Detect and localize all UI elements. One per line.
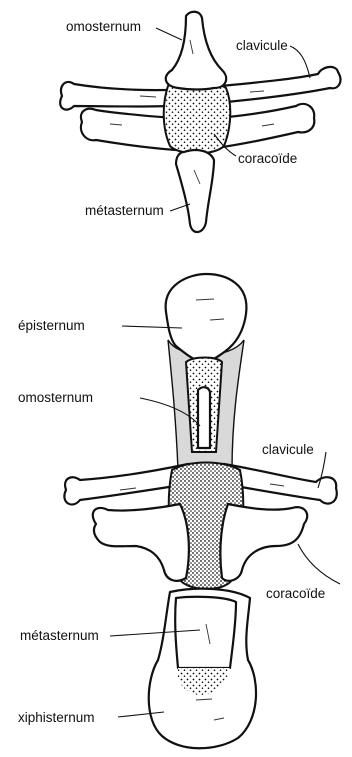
bottom-coracoide-label: coracoïde <box>266 586 325 601</box>
bottom-metasternum-label: métasternum <box>20 628 99 643</box>
bottom-episternum-label: épisternum <box>18 318 85 333</box>
bottom-sternum-figure: épisternum omosternum clavicule coracoïd… <box>18 274 340 748</box>
top-clavicule-label: clavicule <box>236 38 288 53</box>
top-omosternum-bone <box>166 12 226 90</box>
top-omosternum-label: omosternum <box>66 19 141 34</box>
bottom-omosternum-label: omosternum <box>18 390 93 405</box>
bottom-xiphisternum-label: xiphisternum <box>18 710 95 725</box>
top-coracoide-label: coracoïde <box>238 151 297 166</box>
top-sternum-figure: omosternum clavicule coracoïde métastern… <box>60 12 340 232</box>
top-coracoid-left <box>81 109 176 150</box>
bottom-metasternum-bone <box>175 597 236 668</box>
top-clavicule-leader <box>290 46 310 78</box>
bottom-coracoid-right <box>220 504 307 581</box>
bottom-coracoid-left <box>93 504 189 581</box>
bottom-omosternum-core <box>198 387 210 448</box>
top-omosternum-leader <box>156 28 182 40</box>
bottom-coracoide-leader <box>298 544 340 584</box>
bottom-clavicule-label: clavicule <box>262 442 314 457</box>
top-metasternum-bone <box>176 150 214 232</box>
top-metasternum-label: métasternum <box>85 203 164 218</box>
